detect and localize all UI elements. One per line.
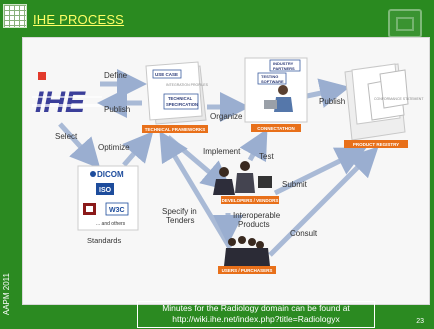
arrow-optimize: [122, 131, 154, 167]
users-label: USERS / PURCHASERS: [222, 268, 273, 273]
label-publish-right: Publish: [319, 97, 345, 106]
technical-frameworks-node: USE CASE INTEGRATION PROFILES TECHNICAL …: [142, 61, 209, 133]
and-others-text: ... and others: [96, 221, 126, 227]
user-person-icon: [228, 238, 236, 246]
standards-label: Standards: [87, 236, 121, 245]
developer-person-icon: [240, 161, 250, 171]
label-select: Select: [55, 132, 78, 141]
label-implement: Implement: [203, 147, 241, 156]
footer-line-2: http://wiki.ihe.net/index.php?title=Radi…: [172, 314, 340, 324]
connectathon-label: CONNECTATHON: [257, 126, 295, 131]
side-label: AAPM 2011: [2, 273, 11, 316]
users-node: USERS / PURCHASERS: [218, 236, 276, 274]
developers-label: DEVELOPERS / VENDORS: [222, 198, 279, 203]
conformance-text: CONFORMANCE STATEMENT: [374, 97, 424, 101]
iso-logo-icon: [96, 183, 114, 195]
tester-person-icon: [278, 85, 288, 95]
label-test: Test: [259, 152, 274, 161]
ihe-logo-text: IHE: [35, 86, 86, 119]
footer-line-1: Minutes for the Radiology domain can be …: [162, 303, 350, 313]
label-specify-1: Specify in: [162, 207, 197, 216]
arrow-test: [239, 128, 268, 163]
tech-spec-text-1: TECHNICAL: [168, 96, 193, 101]
tech-frameworks-label-bg: [142, 125, 208, 133]
testing-text-2: SOFTWARE: [261, 79, 284, 84]
dicom-logo-icon: [90, 171, 96, 177]
label-optimize: Optimize: [98, 143, 130, 152]
ihe-logo: IHE: [32, 72, 102, 119]
label-publish-left: Publish: [104, 105, 130, 114]
monitor-icon: [258, 176, 272, 188]
use-case-text: USE CASE: [155, 72, 178, 77]
label-submit: Submit: [282, 180, 308, 189]
label-specify-2: Tenders: [166, 216, 194, 225]
grid-logo-icon: [3, 4, 27, 28]
arrow-publish-right: [306, 78, 350, 108]
user-person-icon: [256, 241, 264, 249]
standards-node: DICOM ISO W3C ... and others Standards: [77, 165, 139, 245]
product-registry-label: PRODUCT REGISTRY: [353, 142, 399, 147]
w3c-logo-icon: [105, 202, 129, 216]
tech-frameworks-label: TECHNICAL FRAMEWORKS: [145, 127, 205, 132]
iso-text: ISO: [99, 187, 112, 194]
slide-title: IHE PROCESS: [33, 12, 125, 27]
use-case-box: [152, 69, 182, 79]
label-organize: Organize: [210, 112, 243, 121]
industry-text-1: INDUSTRY: [273, 61, 294, 66]
w3c-text: W3C: [109, 207, 125, 214]
label-consult: Consult: [290, 229, 318, 238]
user-person-icon: [248, 238, 256, 246]
technical-spec-box: [163, 93, 199, 110]
integration-profile-text: INTEGRATION PROFILES: [166, 83, 209, 87]
user-person-icon: [238, 236, 246, 244]
ihe-logo-dot-icon: [38, 72, 46, 80]
product-registry-node: CONFORMANCE STATEMENT PRODUCT REGISTRY: [344, 63, 424, 148]
footer-note: Minutes for the Radiology domain can be …: [137, 301, 375, 328]
developers-node: DEVELOPERS / VENDORS: [213, 161, 279, 204]
page-number: 23: [416, 318, 424, 325]
label-define: Define: [104, 71, 128, 80]
arrow-consult: [268, 146, 379, 257]
slide-header: [0, 0, 434, 40]
laptop-icon: [264, 100, 277, 109]
testing-text-1: TESTING: [261, 74, 278, 79]
connectathon-node: INDUSTRY PARTNERS TESTING SOFTWARE CONNE…: [244, 57, 308, 132]
tech-spec-text-2: SPECIFICATION: [166, 102, 198, 107]
label-interop-1: Interoperable: [233, 211, 281, 220]
dicom-text: DICOM: [97, 170, 124, 179]
arrow-select: [58, 122, 101, 169]
developer-person-icon: [219, 167, 229, 177]
label-interop-2: Products: [238, 220, 270, 229]
industry-text-2: PARTNERS: [273, 66, 295, 71]
